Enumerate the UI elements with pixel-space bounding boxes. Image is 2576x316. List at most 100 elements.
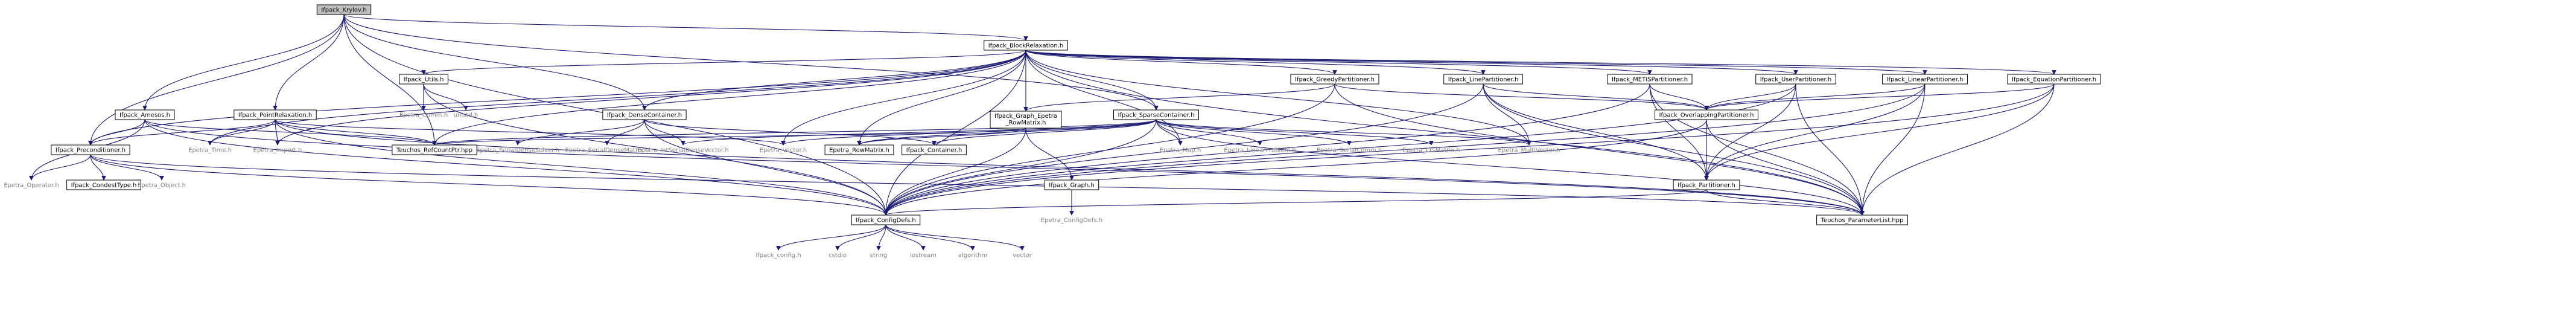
edge-userpart-to-overlap bbox=[1704, 83, 1796, 111]
edge-eqpart-to-partitioner bbox=[1704, 83, 2055, 181]
edge-linearpart-to-partitioner bbox=[1704, 83, 1926, 181]
node-densecont[interactable]: Ifpack_DenseContainer.h bbox=[602, 109, 687, 120]
edge-blockrel-to-linearpart bbox=[1025, 50, 1927, 75]
node-box-refcountptr bbox=[392, 144, 477, 155]
node-label-import: Epetra_Import.h bbox=[253, 147, 302, 154]
edge-densecont-to-configdefs bbox=[644, 119, 888, 216]
edge-precond-to-ctype bbox=[90, 154, 106, 181]
edge-partitioner-to-paramlist bbox=[1706, 189, 1865, 216]
node-label-linprob: Epetra_LinearProblem.h bbox=[1224, 147, 1296, 154]
node-label-refcountptr: Teuchos_RefCountPtr.hpp bbox=[396, 147, 472, 154]
edge-linepart-to-overlap bbox=[1483, 83, 1709, 111]
node-unistd: unistd.h bbox=[454, 112, 478, 119]
node-sdmatrix: Epetra_SerialDenseMatrix.h bbox=[565, 147, 649, 154]
node-eqpart[interactable]: Ifpack_EquationPartitioner.h bbox=[2007, 74, 2101, 85]
node-box-partitioner bbox=[1673, 179, 1740, 190]
node-box-metis bbox=[1607, 74, 1693, 85]
node-intsdvec: Epetra_IntSerialDenseVector.h bbox=[637, 147, 729, 154]
node-operator: Epetra_Operator.h bbox=[4, 182, 59, 189]
node-sdsolver: Epetra_SerialDenseSolver.h bbox=[476, 147, 559, 154]
edge-pointrel-to-time bbox=[208, 119, 276, 146]
edge-eqpart-to-paramlist bbox=[1860, 83, 2055, 216]
node-graph[interactable]: Ifpack_Graph.h bbox=[1044, 179, 1099, 190]
edge-pointrel-to-import bbox=[275, 119, 280, 146]
node-box-graph bbox=[1044, 179, 1099, 190]
node-label-operator: Epetra_Operator.h bbox=[4, 182, 59, 189]
edge-blockrel-to-utils bbox=[421, 50, 1026, 75]
node-utils[interactable]: Ifpack_Utils.h bbox=[399, 74, 448, 85]
node-label-unistd: unistd.h bbox=[454, 112, 478, 119]
node-partitioner[interactable]: Ifpack_Partitioner.h bbox=[1673, 179, 1740, 190]
edge-eqpart-to-overlap bbox=[1704, 83, 2055, 111]
edge-blockrel-to-import bbox=[275, 50, 1026, 146]
edge-sparsecont-to-linprob bbox=[1156, 119, 1262, 146]
node-label-userpart: Ifpack_UserPartitioner.h bbox=[1760, 77, 1832, 83]
node-multivec: Epetra_MultiVector.h bbox=[1498, 147, 1560, 154]
node-rowmatrix[interactable]: Epetra_RowMatrix.h bbox=[824, 144, 894, 155]
edge-krylov-to-densecont bbox=[343, 14, 647, 111]
node-ctype[interactable]: Ifpack_CondestType.h bbox=[66, 179, 141, 190]
node-sparsecont[interactable]: Ifpack_SparseContainer.h bbox=[1113, 109, 1199, 120]
edge-precond-to-paramlist bbox=[90, 154, 1865, 216]
node-box-overlap bbox=[1655, 109, 1758, 120]
node-vector: Epetra_Vector.h bbox=[760, 147, 807, 154]
node-label-partitioner: Ifpack_Partitioner.h bbox=[1678, 182, 1735, 189]
edge-blockrel-to-map bbox=[1025, 50, 1183, 146]
node-linepart[interactable]: Ifpack_LinePartitioner.h bbox=[1443, 74, 1523, 85]
node-userpart[interactable]: Ifpack_UserPartitioner.h bbox=[1755, 74, 1836, 85]
node-label-paramlist: Teuchos_ParameterList.hpp bbox=[1821, 218, 1904, 224]
node-greedy[interactable]: Ifpack_GreedyPartitioner.h bbox=[1290, 74, 1379, 85]
node-box-blockrel bbox=[984, 40, 1068, 51]
node-label-sparsecont: Ifpack_SparseContainer.h bbox=[1118, 112, 1195, 119]
node-overlap[interactable]: Ifpack_OverlappingPartitioner.h bbox=[1655, 109, 1758, 120]
edge-graphrow-to-configdefs bbox=[883, 127, 1026, 216]
node-ifconfig: Ifpack_config.h bbox=[755, 253, 801, 259]
edge-sparsecont-to-paramlist bbox=[1156, 119, 1865, 216]
node-paramlist[interactable]: Teuchos_ParameterList.hpp bbox=[1816, 214, 1908, 225]
node-label-time: Epetra_Time.h bbox=[188, 147, 232, 154]
edge-blockrel-to-rowmatrix bbox=[857, 50, 1026, 146]
node-refcountptr[interactable]: Teuchos_RefCountPtr.hpp bbox=[392, 144, 477, 155]
node-label-map: Epetra_Map.h bbox=[1160, 147, 1201, 154]
edge-userpart-to-paramlist bbox=[1795, 83, 1865, 216]
node-box-container bbox=[902, 144, 967, 155]
edge-greedy-to-graphrow bbox=[1023, 83, 1335, 112]
edge-graphrow-to-rowmatrix bbox=[857, 127, 1026, 146]
edge-sparsecont-to-multivec bbox=[1156, 119, 1531, 146]
node-label-cstdio: cstdio bbox=[828, 253, 847, 259]
node-label-ctype: Ifpack_CondestType.h bbox=[71, 182, 137, 189]
edge-pointrel-to-precond bbox=[88, 119, 276, 146]
edge-precond-to-configdefs bbox=[90, 154, 888, 216]
edge-configdefs-to-algorithm bbox=[885, 224, 975, 251]
node-label-comm: Epetra_Comm.h bbox=[399, 112, 448, 119]
node-label-densecont: Ifpack_DenseContainer.h bbox=[607, 112, 682, 119]
node-linearpart[interactable]: Ifpack_LinearPartitioner.h bbox=[1882, 74, 1968, 85]
edge-blockrel-to-densecont bbox=[642, 50, 1026, 111]
node-krylov[interactable]: Ifpack_Krylov.h bbox=[316, 4, 372, 15]
nodes: Ifpack_Krylov.hIfpack_BlockRelaxation.hI… bbox=[4, 4, 2101, 259]
edge-pointrel-to-vector bbox=[275, 119, 786, 146]
node-box-rowmatrix bbox=[824, 144, 894, 155]
node-label-overlap: Ifpack_OverlappingPartitioner.h bbox=[1659, 112, 1754, 119]
node-label-container: Ifpack_Container.h bbox=[906, 147, 962, 154]
edge-eqpart-to-configdefs bbox=[883, 83, 2055, 216]
edge-linearpart-to-configdefs bbox=[883, 83, 1926, 216]
node-container[interactable]: Ifpack_Container.h bbox=[902, 144, 967, 155]
node-graphrow[interactable]: Ifpack_Graph_Epetra_RowMatrix.h bbox=[990, 111, 1062, 129]
node-label-krylov: Ifpack_Krylov.h bbox=[321, 7, 366, 14]
node-precond[interactable]: Ifpack_Preconditioner.h bbox=[51, 144, 130, 155]
node-metis[interactable]: Ifpack_METISPartitioner.h bbox=[1607, 74, 1693, 85]
node-label-amesos: Ifpack_Amesos.h bbox=[119, 112, 170, 119]
node-configdefs[interactable]: Ifpack_ConfigDefs.h bbox=[851, 214, 921, 225]
edge-partitioner-to-configdefs bbox=[883, 189, 1707, 216]
edge-greedy-to-paramlist bbox=[1334, 83, 1865, 216]
node-object: Epetra_Object.h bbox=[138, 182, 186, 189]
node-map: Epetra_Map.h bbox=[1160, 147, 1201, 154]
node-box-pointrel bbox=[234, 109, 317, 120]
node-pointrel[interactable]: Ifpack_PointRelaxation.h bbox=[234, 109, 317, 120]
edge-blockrel-to-vector bbox=[781, 50, 1026, 146]
node-blockrel[interactable]: Ifpack_BlockRelaxation.h bbox=[984, 40, 1068, 51]
node-amesos[interactable]: Ifpack_Amesos.h bbox=[115, 109, 175, 120]
node-box-eqpart bbox=[2007, 74, 2101, 85]
node-stdvector: vector bbox=[1013, 253, 1032, 259]
